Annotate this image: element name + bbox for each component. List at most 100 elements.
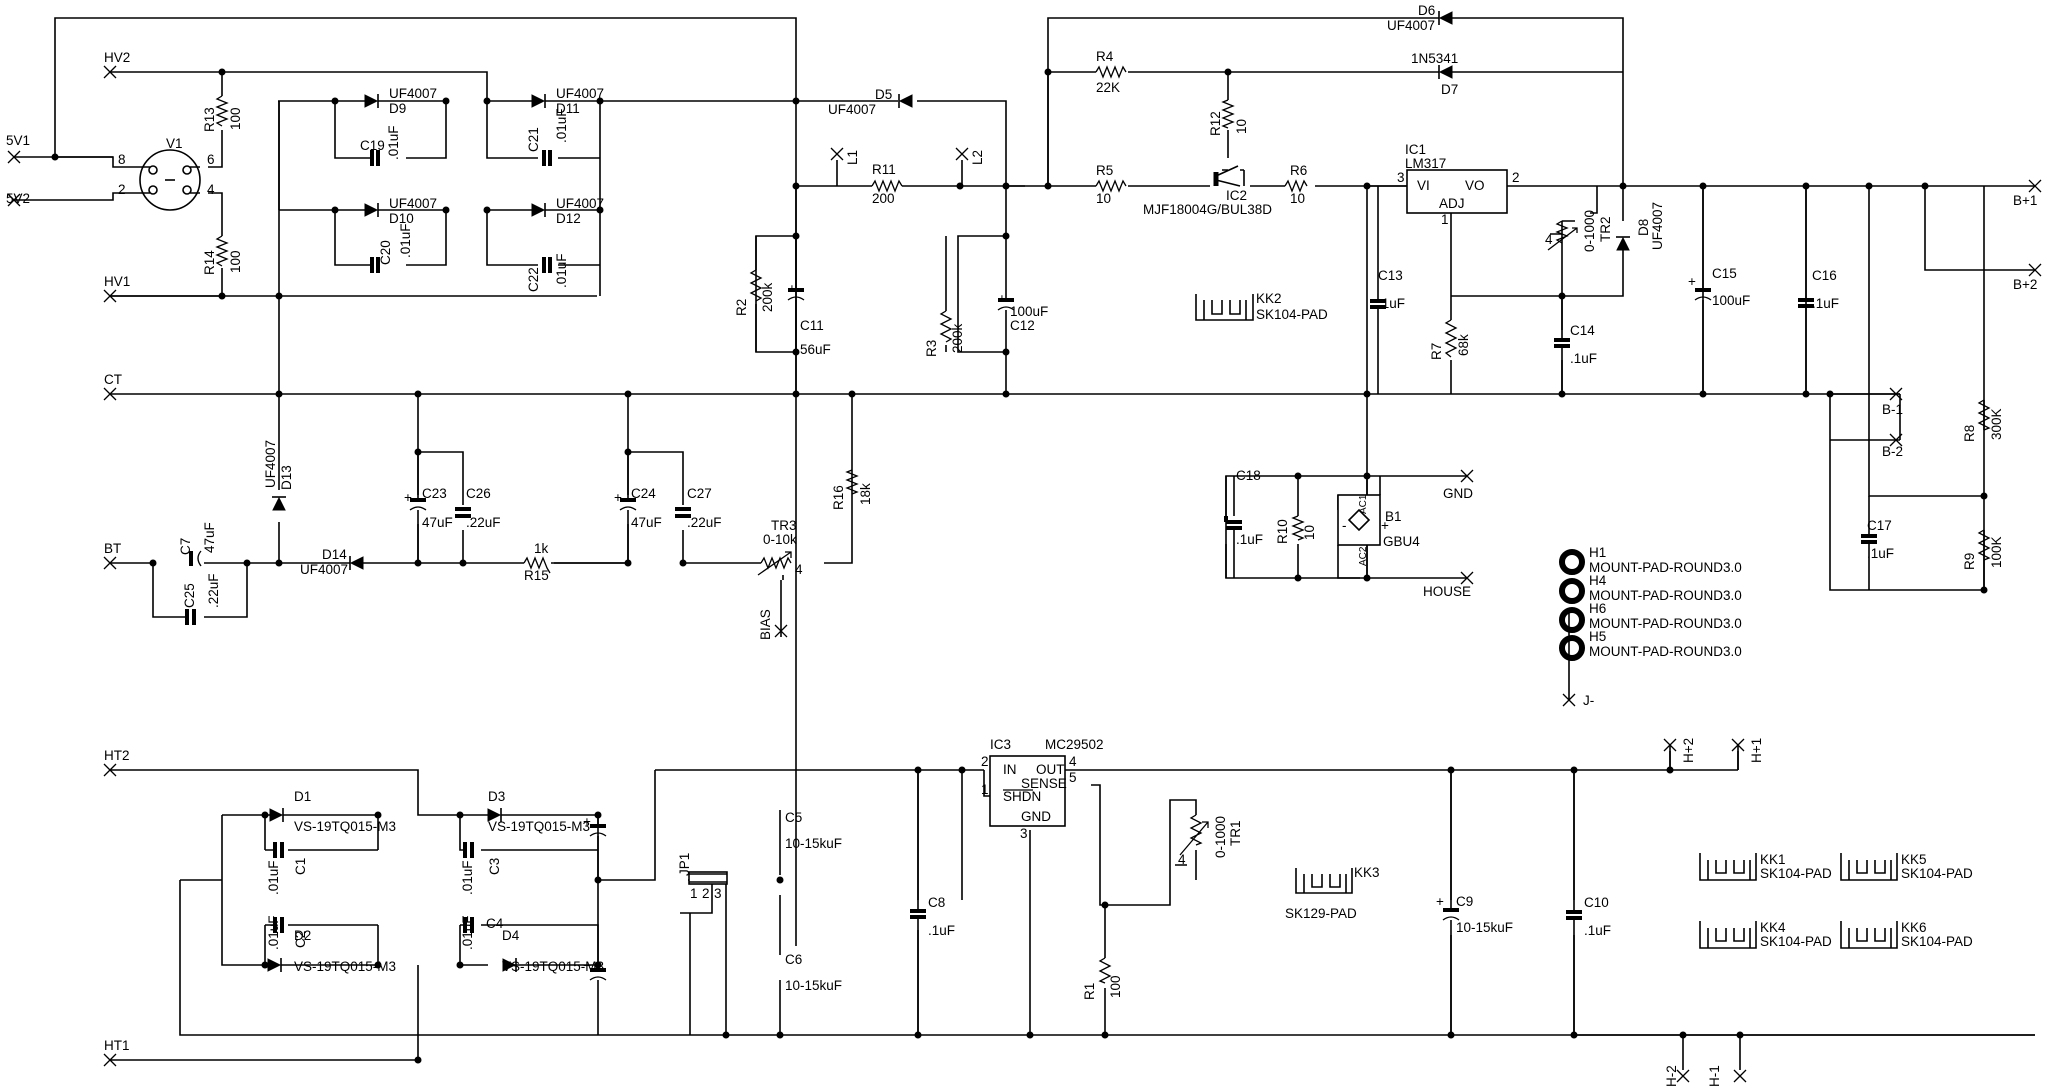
b1-val: GBU4	[1383, 534, 1420, 549]
r4-ref: R4	[1096, 49, 1114, 64]
c1-ref: C1	[293, 858, 308, 875]
wires	[14, 17, 2035, 1061]
plus-mark: +	[998, 291, 1006, 306]
kk1-val: SK104-PAD	[1760, 866, 1832, 881]
conn-H+1: H+1	[1749, 738, 1764, 763]
c26-val: .22uF	[466, 515, 501, 530]
kk5-val: SK104-PAD	[1901, 866, 1973, 881]
conn-H+2: H+2	[1681, 738, 1696, 763]
kk2-val: SK104-PAD	[1256, 307, 1328, 322]
r7-ref: R7	[1429, 343, 1444, 360]
ic3-ref: IC3	[990, 737, 1011, 752]
c12-ref: C12	[1010, 318, 1035, 333]
r9-val: 100K	[1989, 536, 2004, 568]
c26-ref: C26	[466, 486, 491, 501]
r1-ref: R1	[1082, 983, 1097, 1000]
c7-val: 47uF	[202, 522, 217, 553]
plus-mark: +	[583, 958, 591, 973]
kk2-ref: KK2	[1256, 291, 1282, 306]
c13-ref: C13	[1378, 268, 1403, 283]
r2-val: 200k	[760, 282, 775, 312]
r10-ref: R10	[1275, 519, 1290, 544]
r12-ref: R12	[1208, 111, 1223, 136]
r13-ref: R13	[202, 107, 217, 132]
d13-ref: D13	[279, 465, 294, 490]
d3-val: VS-19TQ015-M3	[488, 819, 590, 834]
c11-ref: C11	[800, 318, 824, 333]
ic3-pin4: 4	[1069, 754, 1077, 769]
ic3-in: IN	[1003, 762, 1017, 777]
plus-mark: +	[1688, 274, 1696, 289]
ic1-lm317: IC1 LM317 VI VO ADJ 3 2 1	[1397, 142, 1520, 227]
r15-ref: R15	[524, 568, 549, 583]
d11-ref: D11	[556, 101, 580, 116]
r5-val: 10	[1096, 191, 1111, 206]
bridge-b1: B1 GBU4 AC1 AC2 + -	[1337, 494, 1420, 566]
ic3-pin3: 3	[1020, 826, 1028, 841]
conn-HV1: HV1	[104, 274, 130, 289]
jp1-pin3: 3	[714, 886, 722, 901]
ic3-out: OUT	[1036, 762, 1065, 777]
c4-val: .01uF	[460, 915, 475, 950]
c25-ref: C25	[182, 583, 197, 608]
kk4-ref: KK4	[1760, 920, 1786, 935]
d6-ref: D6	[1418, 3, 1435, 18]
b1-ac1: AC1	[1358, 494, 1369, 514]
d1-ref: D1	[294, 789, 311, 804]
c22-val: .01uF	[554, 253, 569, 288]
conn-B-2: B-2	[1882, 444, 1903, 459]
tr2-val: 0-1000	[1582, 210, 1597, 252]
c27-ref: C27	[687, 486, 712, 501]
ic3-val: MC29502	[1045, 737, 1104, 752]
ic3-sense: SENSE	[1021, 776, 1067, 791]
plus-mark: +	[583, 814, 591, 829]
conn-HV2: HV2	[104, 50, 130, 65]
kk6-ref: KK6	[1901, 920, 1927, 935]
r2-ref: R2	[734, 299, 749, 316]
tr1-wiper: 4	[1178, 852, 1186, 867]
connector-marks	[7, 65, 2042, 1083]
r4-val: 22K	[1096, 80, 1120, 95]
c8-ref: C8	[928, 895, 945, 910]
r14-val: 100	[228, 250, 243, 273]
c23-ref: C23	[422, 486, 447, 501]
c15-val: 100uF	[1712, 293, 1750, 308]
plus-mark: +	[788, 281, 796, 296]
d4-ref: D4	[502, 928, 520, 943]
r3-val: 200k	[950, 323, 965, 353]
c17-ref: C17	[1867, 518, 1892, 533]
conn-HT2: HT2	[104, 748, 130, 763]
conn-CT: CT	[104, 372, 122, 387]
jumper-jp1: JP1 1 2 3	[677, 853, 728, 901]
c1-val: .01uF	[266, 860, 281, 895]
c24-ref: C24	[631, 486, 656, 501]
conn-L2: L2	[970, 150, 985, 165]
c24-val: 47uF	[631, 515, 662, 530]
d12-val: UF4007	[556, 196, 604, 211]
mount-pads: H1 MOUNT-PAD-ROUND3.0 H4 MOUNT-PAD-ROUND…	[1559, 545, 1742, 661]
h6-val: MOUNT-PAD-ROUND3.0	[1589, 616, 1742, 631]
conn-H-2: H-2	[1664, 1065, 1679, 1087]
d8-val: UF4007	[1650, 202, 1665, 250]
ic3-pin2: 2	[981, 754, 989, 769]
conn-HT1: HT1	[104, 1038, 130, 1053]
r16-ref: R16	[831, 485, 846, 510]
resistor-labels: R13 100 R14 100 R11 200 R2 200k R3 200k …	[202, 49, 2004, 1000]
conn-GND: GND	[1443, 486, 1473, 501]
c19-val: .01uF	[386, 125, 401, 160]
r16-val: 18k	[858, 483, 873, 505]
conn-5V1: 5V1	[6, 133, 30, 148]
kk5-ref: KK5	[1901, 852, 1927, 867]
d2-val: VS-19TQ015-M3	[294, 959, 396, 974]
d7-ref: D7	[1441, 82, 1458, 97]
tr3-ref: TR3	[771, 518, 797, 533]
kk1-ref: KK1	[1760, 852, 1786, 867]
jp1-pin2: 2	[702, 886, 710, 901]
jp1-ref: JP1	[677, 853, 692, 876]
trimmers: 0-1000 TR2 4 TR3 0-10k 4 0-1000 TR1 4	[757, 210, 1613, 867]
diode-labels: UF4007 D9 UF4007 D10 UF4007 D11 UF4007 D…	[263, 3, 1665, 974]
h5-ref: H5	[1589, 629, 1606, 644]
ic3-gnd: GND	[1021, 809, 1051, 824]
ic1-adj: ADJ	[1439, 196, 1465, 211]
b1-ac2: AC2	[1358, 546, 1369, 566]
